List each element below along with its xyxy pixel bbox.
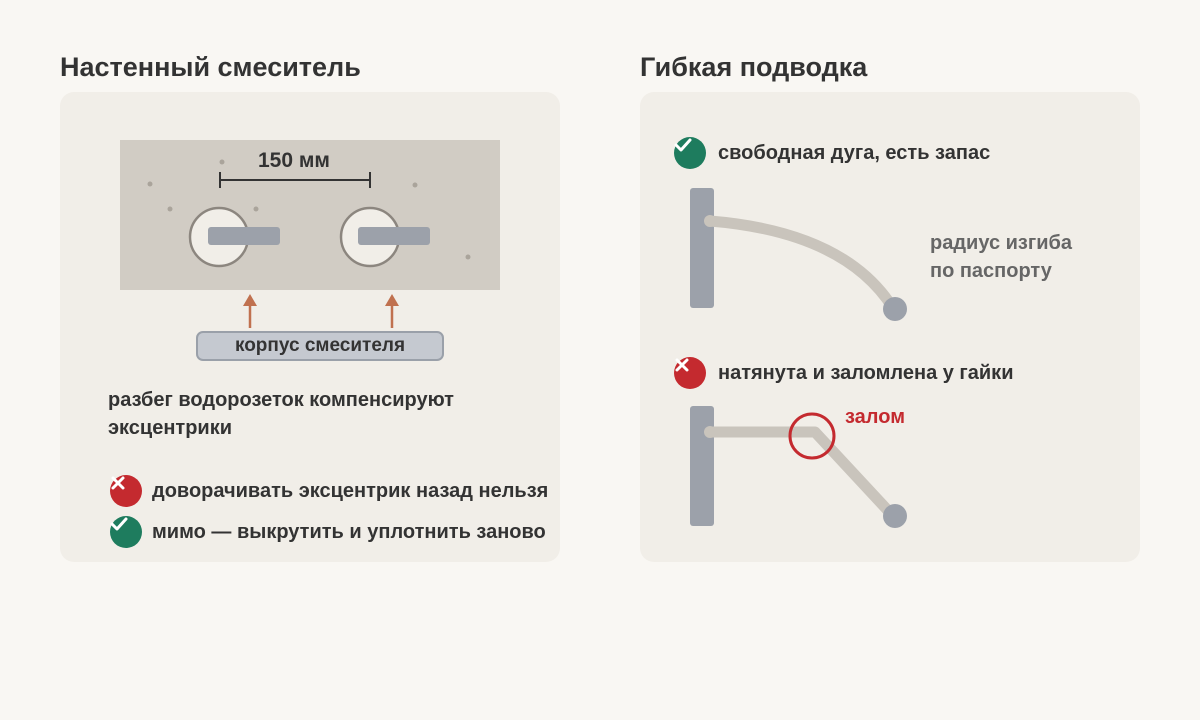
wall-block <box>120 140 500 290</box>
wall-mixer-diagram <box>120 140 500 328</box>
bad-rule-text: доворачивать эксцентрик назад нельзя <box>152 480 549 502</box>
bend-note-line-1: радиус изгиба <box>930 232 1072 254</box>
mixer-body-label: корпус смесителя <box>196 331 444 361</box>
good-case-text: свободная дуга, есть запас <box>718 142 991 164</box>
check-circle-icon <box>110 516 142 548</box>
flex-hose-panel: свободная дуга, есть запас радиус изгиба… <box>640 92 1140 562</box>
outlet-right <box>339 206 430 268</box>
kink-marker-circle <box>788 412 836 460</box>
hose-end-bad-top <box>704 426 716 438</box>
dimension-label: 150 мм <box>258 149 330 172</box>
right-section-title: Гибкая подводка <box>640 52 868 82</box>
hose-free-arc <box>704 215 899 314</box>
flex-hose-diagram <box>690 188 907 528</box>
wall-texture <box>147 159 471 260</box>
check-circle-icon <box>674 137 706 169</box>
bend-note-line-2: по паспорту <box>930 260 1052 282</box>
cross-circle-icon <box>674 357 706 389</box>
wall-pipe-good <box>690 188 714 308</box>
hose-nut-good <box>883 297 907 321</box>
bad-case-text: натянута и заломлена у гайки <box>718 362 1014 384</box>
outlet-left <box>188 206 280 268</box>
caption-line-2: эксцентрики <box>108 417 233 439</box>
hose-nut-bad <box>883 504 907 528</box>
hose-kinked <box>704 426 899 522</box>
cross-circle-icon <box>110 475 142 507</box>
hose-end-good-top <box>704 215 716 227</box>
dimension-line <box>219 172 371 188</box>
wall-pipe-bad <box>690 406 714 526</box>
caption-line-1: разбег водорозеток компенсируют <box>108 389 454 411</box>
good-rule-text: мимо — выкрутить и уплотнить заново <box>152 521 546 543</box>
left-section-title: Настенный смеситель <box>60 52 361 82</box>
kink-label: залом <box>845 406 905 428</box>
wall-mixer-panel: 150 мм корпус смесителя разбег водорозет… <box>60 92 560 562</box>
arrows-to-body <box>243 294 399 328</box>
